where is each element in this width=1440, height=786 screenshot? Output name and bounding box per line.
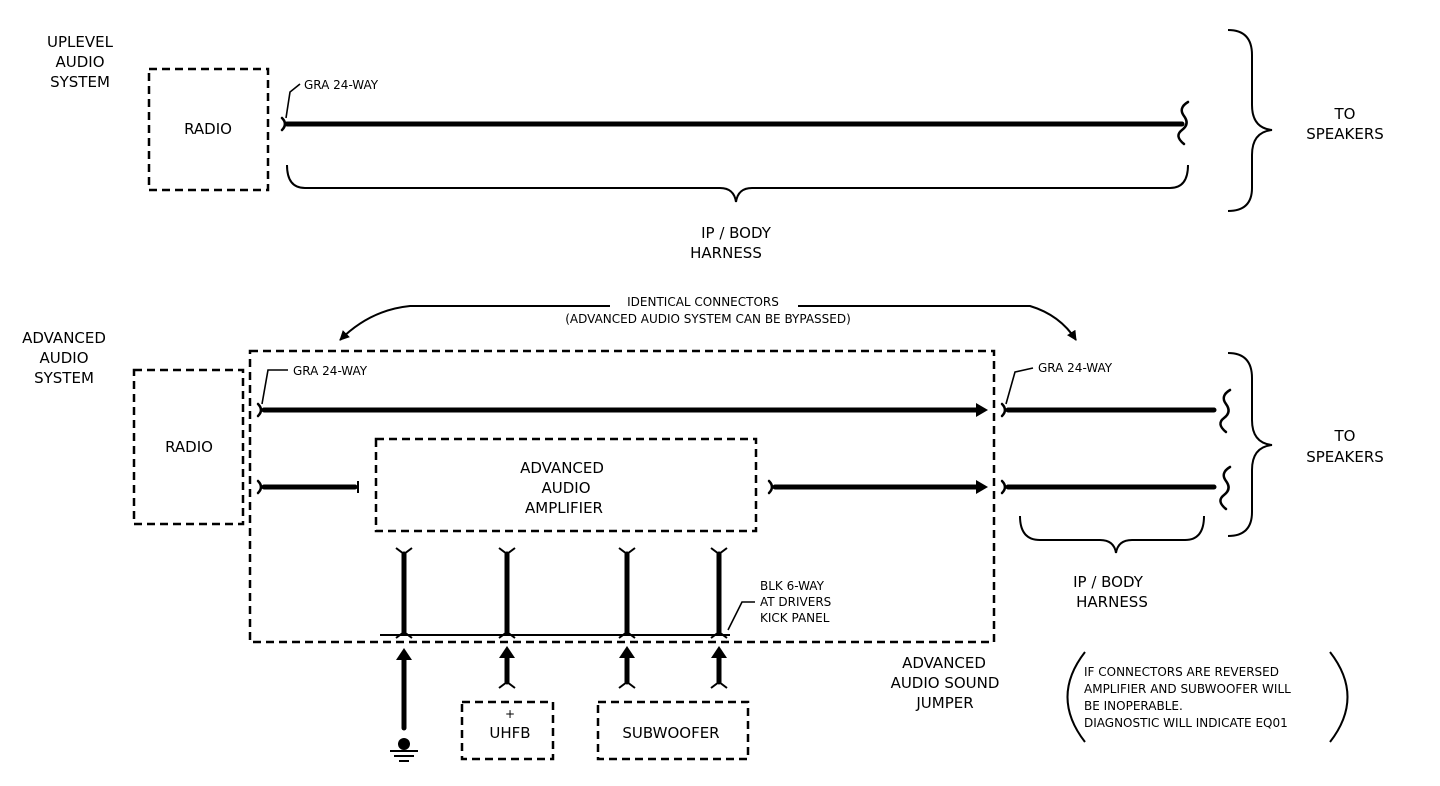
identical-connectors-arrow-right bbox=[798, 305, 1077, 341]
jumper-box bbox=[248, 349, 996, 644]
uplevel-label-line1: UPLEVEL bbox=[47, 33, 114, 51]
jumper-lower-wire-left-connector bbox=[256, 479, 263, 495]
uplevel-connector-leader bbox=[285, 83, 301, 119]
amplifier-label-line3: AMPLIFIER bbox=[525, 499, 603, 517]
advanced-harness-label-line1: IP / BODY bbox=[1073, 573, 1144, 591]
ground-icon bbox=[390, 738, 418, 762]
advanced-connector-left-leader bbox=[261, 369, 288, 405]
jumper-top-wire-left-connector bbox=[256, 402, 263, 418]
advanced-connector-right-label: GRA 24-WAY bbox=[1038, 361, 1113, 375]
blk-connector-label-line2: AT DRIVERS bbox=[760, 595, 831, 609]
amplifier-output-arrow bbox=[976, 480, 988, 494]
uplevel-harness-label-line2: HARNESS bbox=[690, 244, 762, 262]
identical-connectors-arrow-left bbox=[339, 305, 610, 341]
uplevel-harness-brace bbox=[286, 164, 1189, 203]
advanced-harness-brace bbox=[1019, 515, 1205, 554]
blk-connector-label-line3: KICK PANEL bbox=[760, 611, 830, 625]
note-line2: AMPLIFIER AND SUBWOOFER WILL bbox=[1084, 682, 1291, 696]
amplifier-label-line2: AUDIO bbox=[541, 479, 590, 497]
advanced-radio-box bbox=[132, 368, 245, 526]
uplevel-speaker-connector bbox=[1177, 100, 1190, 146]
blk-connector-leader bbox=[727, 601, 755, 631]
amplifier-output-connector bbox=[767, 479, 774, 495]
uhfb-box bbox=[460, 700, 555, 761]
uplevel-harness-label-line1: IP / BODY bbox=[701, 224, 772, 242]
amplifier-harness-connectors bbox=[380, 547, 730, 639]
uplevel-speaker-brace bbox=[1227, 29, 1273, 212]
jumper-label-line1: ADVANCED bbox=[902, 654, 986, 672]
advanced-system: ADVANCED AUDIO SYSTEM IDENTICAL CONNECTO… bbox=[22, 295, 1384, 762]
advanced-connector-left-label: GRA 24-WAY bbox=[293, 364, 368, 378]
uplevel-system: UPLEVEL AUDIO SYSTEM RADIO GRA 24-WAY IP… bbox=[47, 29, 1356, 262]
uplevel-label-line2: AUDIO bbox=[55, 53, 104, 71]
body-harness-top-connector bbox=[1000, 402, 1007, 418]
identical-connectors-line2: (ADVANCED AUDIO SYSTEM CAN BE BYPASSED) bbox=[565, 312, 851, 326]
uplevel-radio-box bbox=[147, 67, 270, 192]
note-line4: DIAGNOSTIC WILL INDICATE EQ01 bbox=[1084, 716, 1288, 730]
note-right-paren bbox=[1329, 651, 1349, 743]
amplifier-box bbox=[374, 437, 758, 533]
uplevel-to-speakers-line2-visible: SPEAKERS bbox=[1306, 125, 1384, 143]
advanced-to-speakers-line1: TO bbox=[1334, 427, 1356, 445]
advanced-label-line1: ADVANCED bbox=[22, 329, 106, 347]
note-line3: BE INOPERABLE. bbox=[1084, 699, 1183, 713]
uplevel-connector-label: GRA 24-WAY bbox=[304, 78, 379, 92]
jumper-label-line3: JUMPER bbox=[915, 694, 973, 712]
advanced-radio-label: RADIO bbox=[165, 438, 213, 456]
speaker-connector-top bbox=[1219, 388, 1232, 434]
connector-note: IF CONNECTORS ARE REVERSED AMPLIFIER AND… bbox=[1066, 651, 1349, 743]
blk-connector-label-line1: BLK 6-WAY bbox=[760, 579, 825, 593]
uhfb-label: UHFB bbox=[489, 724, 530, 742]
advanced-label-line3: SYSTEM bbox=[34, 369, 94, 387]
identical-connectors-line1: IDENTICAL CONNECTORS bbox=[627, 295, 779, 309]
advanced-harness-label-line2: HARNESS bbox=[1076, 593, 1148, 611]
advanced-connector-right-leader bbox=[1005, 367, 1034, 405]
uplevel-to-speakers-line1: TO bbox=[1334, 105, 1356, 123]
note-left-paren bbox=[1066, 651, 1086, 743]
uplevel-label-line3: SYSTEM bbox=[50, 73, 110, 91]
amplifier-label-line1: ADVANCED bbox=[520, 459, 604, 477]
external-feeds bbox=[396, 646, 728, 731]
advanced-to-speakers-line2: SPEAKERS bbox=[1306, 448, 1384, 466]
advanced-label-line2: AUDIO bbox=[39, 349, 88, 367]
jumper-top-wire-arrow bbox=[976, 403, 988, 417]
uplevel-radio-label: RADIO bbox=[184, 120, 232, 138]
uhfb-plus: + bbox=[505, 707, 515, 721]
jumper-label-line2: AUDIO SOUND bbox=[891, 674, 1000, 692]
body-harness-bottom-connector bbox=[1000, 479, 1007, 495]
note-line1: IF CONNECTORS ARE REVERSED bbox=[1084, 665, 1279, 679]
advanced-speaker-brace bbox=[1227, 352, 1273, 537]
subwoofer-label: SUBWOOFER bbox=[622, 724, 719, 742]
speaker-connector-bottom bbox=[1219, 465, 1232, 511]
